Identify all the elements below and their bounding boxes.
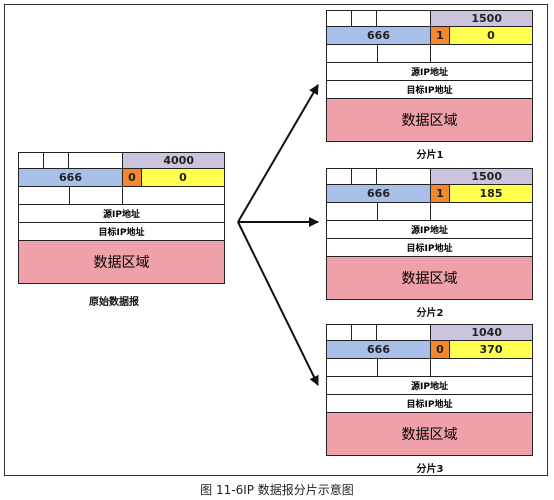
fragment-3-caption: 分片3 [416,464,444,475]
fragment-offset: 0 [142,169,224,186]
fragment-offset: 370 [450,341,532,358]
dest-ip-row: 目标IP地址 [327,395,532,413]
fragment-2-caption: 分片2 [416,308,444,319]
fragment-3-datagram: 1040 666 0 370 源IP地址 目标IP地址 数据区域 [326,324,533,456]
mf-flag: 0 [123,169,142,186]
arrow-to-fragment-3 [237,221,319,386]
source-ip-row: 源IP地址 [327,221,532,239]
data-area: 数据区域 [327,257,532,299]
fragment-offset: 185 [450,185,532,202]
dest-ip-row: 目标IP地址 [327,81,532,99]
dest-ip-row: 目标IP地址 [327,239,532,257]
figure-frame [4,4,548,476]
total-length: 1500 [431,169,532,184]
arrow-to-fragment-1 [237,84,319,223]
data-area: 数据区域 [327,99,532,141]
identification: 666 [327,341,431,358]
mf-flag: 0 [431,341,450,358]
identification: 666 [327,27,431,44]
fragment-2-datagram: 1500 666 1 185 源IP地址 目标IP地址 数据区域 [326,168,533,300]
source-ip-row: 源IP地址 [327,63,532,81]
original-caption: 原始数据报 [89,297,139,308]
source-ip-row: 源IP地址 [19,205,224,223]
fragment-offset: 0 [450,27,532,44]
total-length: 1040 [431,325,532,340]
identification: 666 [19,169,123,186]
figure-caption: 图 11-6IP 数据报分片示意图 [200,483,354,497]
data-area: 数据区域 [19,241,224,283]
mf-flag: 1 [431,27,450,44]
fragment-1-caption: 分片1 [416,150,444,161]
total-length: 4000 [123,153,224,168]
dest-ip-row: 目标IP地址 [19,223,224,241]
data-area: 数据区域 [327,413,532,455]
identification: 666 [327,185,431,202]
total-length: 1500 [431,11,532,26]
fragment-1-datagram: 1500 666 1 0 源IP地址 目标IP地址 数据区域 [326,10,533,142]
source-ip-row: 源IP地址 [327,377,532,395]
original-datagram: 4000 666 0 0 源IP地址 目标IP地址 数据区域 [18,152,225,284]
mf-flag: 1 [431,185,450,202]
